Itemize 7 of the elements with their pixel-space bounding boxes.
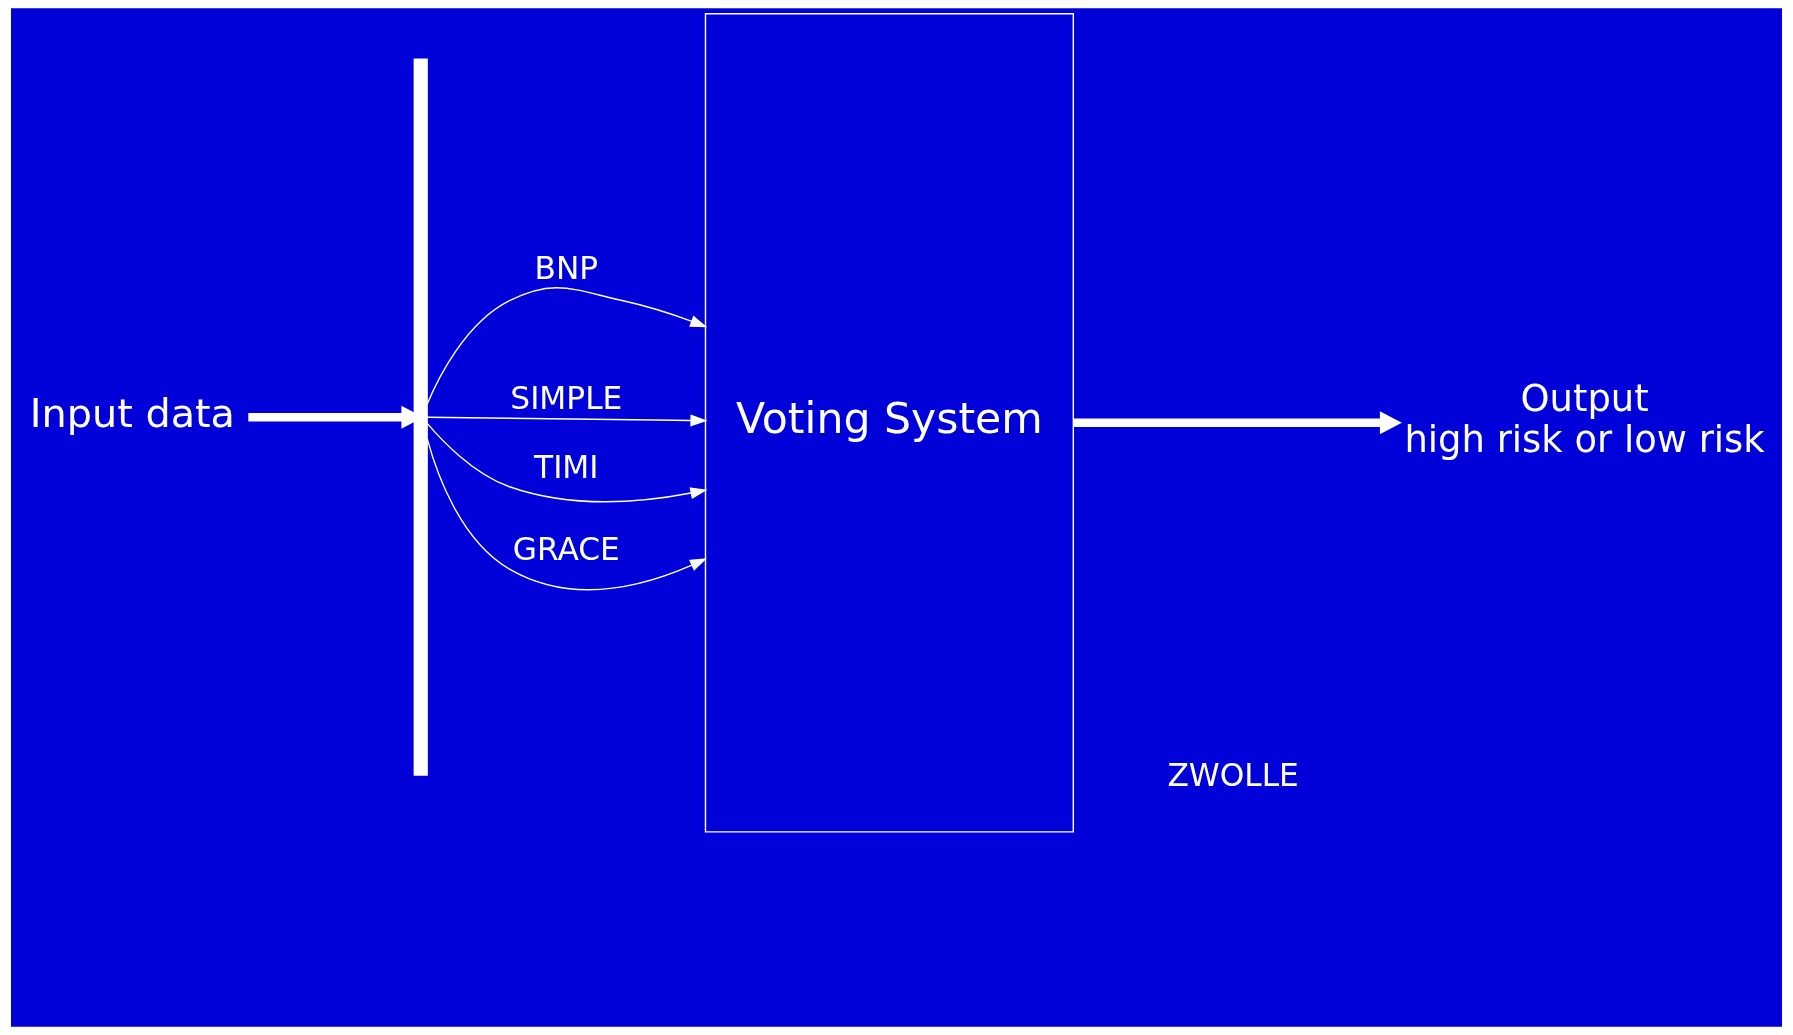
edge-label: GRACE [512,531,620,568]
edge-label: TIMI [534,448,599,485]
node-text: Output high risk or low risk [1404,377,1765,462]
label: ZWOLLE [1167,756,1299,793]
edge-label: SIMPLE [510,380,623,417]
node-text: Input data [29,389,235,436]
edge-label: BNP [534,249,599,286]
